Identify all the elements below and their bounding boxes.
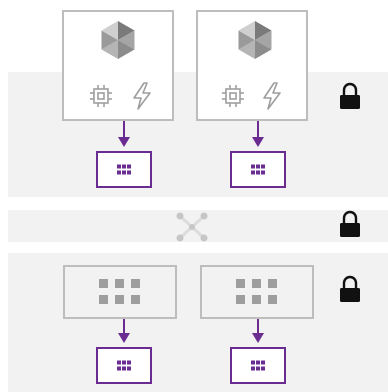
compute-target-box-2 — [230, 151, 286, 188]
arrow-head — [252, 137, 264, 147]
storage-target-box-1 — [96, 347, 152, 384]
arrow-head — [118, 137, 130, 147]
storage-node-box-1 — [63, 265, 177, 319]
storage-target-box-2 — [230, 347, 286, 384]
compute-target-box-1 — [96, 151, 152, 188]
arrow-head — [252, 333, 264, 343]
network-nodes-icon — [176, 212, 208, 242]
arrow-head — [118, 333, 130, 343]
network-band — [8, 210, 388, 242]
storage-node-box-2 — [200, 265, 314, 319]
